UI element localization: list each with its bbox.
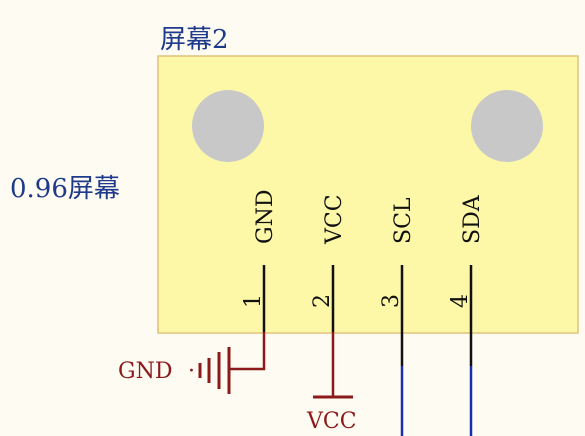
component-designator: 屏幕2 (160, 25, 229, 55)
component-value: 0.96屏幕 (10, 174, 120, 204)
pin-name-1: GND (253, 190, 278, 244)
gnd-net-label: GND (118, 359, 172, 384)
gnd-wire[interactable] (229, 332, 266, 371)
ground-symbol-icon (198, 347, 231, 394)
pin-name-3: SCL (391, 197, 416, 244)
gnd-net-dot: · (188, 359, 195, 384)
pin-name-4: SDA (460, 194, 485, 244)
pin-number-3: 3 (379, 294, 404, 308)
vcc-net-label: VCC (306, 409, 357, 434)
pin-number-2: 2 (310, 294, 335, 308)
pin-number-1: 1 (241, 294, 266, 308)
pin-name-2: VCC (322, 194, 347, 245)
mounting-hole-left-icon (192, 90, 264, 162)
pin-number-4: 4 (448, 294, 473, 308)
mounting-hole-right-icon (471, 90, 543, 162)
